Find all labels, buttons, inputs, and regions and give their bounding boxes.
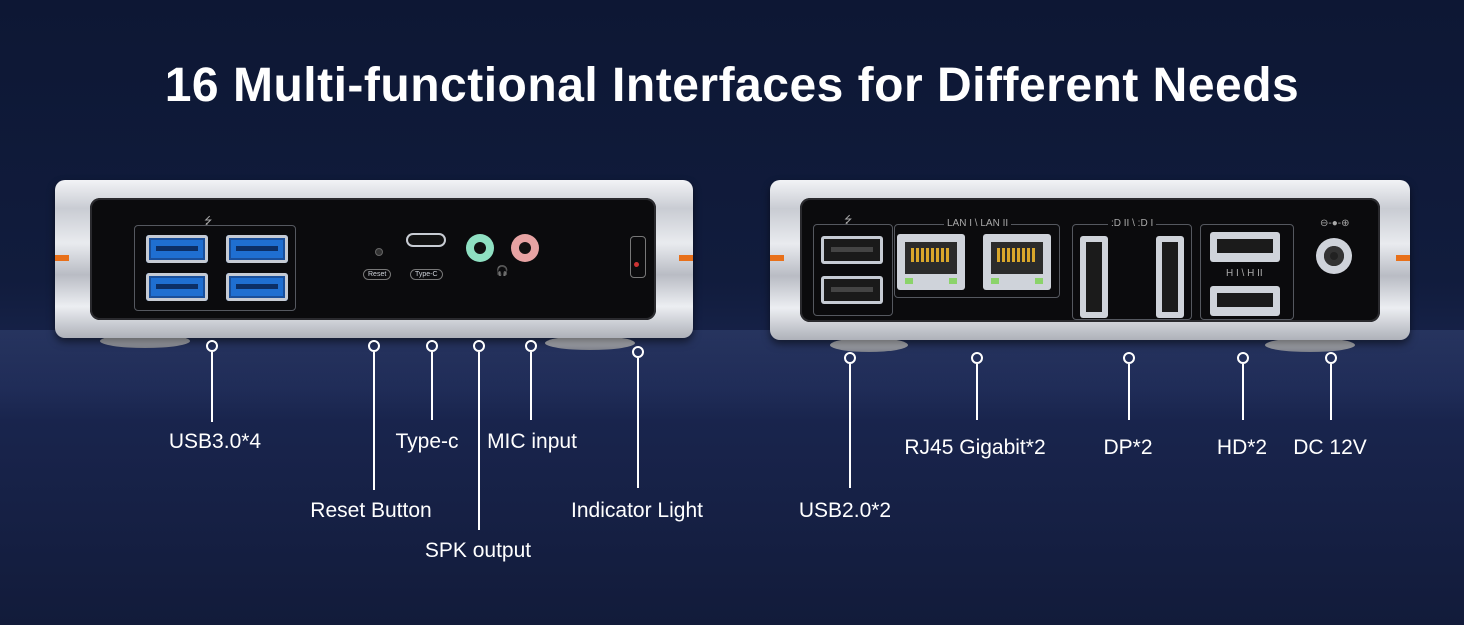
mic-jack (511, 234, 539, 262)
usb3-port (226, 273, 288, 301)
label-rj45: RJ45 Gigabit*2 (904, 436, 1046, 459)
callout-line-reset (373, 352, 375, 490)
label-mic: MIC input (487, 430, 577, 453)
dp-marking: :D II \ :D I (1108, 218, 1157, 229)
usb3-port (226, 235, 288, 263)
reflection-surface (0, 330, 1464, 420)
usb-symbol-icon: ⭍ (844, 215, 853, 226)
callout-dot-dp (1123, 352, 1135, 364)
label-dc: DC 12V (1293, 436, 1367, 459)
callout-dot-indicator (632, 346, 644, 358)
label-hd: HD*2 (1216, 436, 1268, 459)
rj45-port (983, 234, 1051, 290)
hdmi-group-frame (1200, 224, 1294, 320)
dc-polarity-icon: ⊖-●-⊕ (1320, 218, 1350, 229)
callout-dot-usb30 (206, 340, 218, 352)
usb3-group-frame (134, 225, 296, 311)
rj45-led (1035, 278, 1043, 284)
callout-line-hd (1242, 364, 1244, 420)
rj45-pins (911, 248, 951, 262)
hdmi-port (1210, 232, 1280, 262)
usb3-port (146, 273, 208, 301)
usb3-port (146, 235, 208, 263)
label-typec: Type-c (395, 430, 459, 453)
rear-foot-right (1265, 338, 1355, 352)
rear-orange-stripe-right (1396, 255, 1410, 261)
callout-dot-usb20 (844, 352, 856, 364)
label-usb30: USB3.0*4 (168, 430, 262, 453)
spk-jack (466, 234, 494, 262)
callout-dot-spk (473, 340, 485, 352)
callout-dot-rj45 (971, 352, 983, 364)
usb2-group-frame (813, 224, 893, 316)
callout-line-dc (1330, 364, 1332, 420)
rear-orange-stripe-left (770, 255, 784, 261)
type-c-port (406, 233, 446, 247)
callout-line-mic (530, 352, 532, 420)
label-spk: SPK output (424, 539, 532, 562)
label-usb20: USB2.0*2 (798, 499, 892, 522)
front-orange-stripe-left (55, 255, 69, 261)
front-foot-right (545, 336, 635, 350)
callout-line-typec (431, 352, 433, 420)
label-reset: Reset Button (310, 499, 432, 522)
rj45-led (949, 278, 957, 284)
rj45-led (991, 278, 999, 284)
callout-line-dp (1128, 364, 1130, 420)
callout-line-usb20 (849, 364, 851, 488)
typec-marking: Type-C (410, 269, 443, 280)
rj45-port (897, 234, 965, 290)
rj45-led (905, 278, 913, 284)
reset-hole (375, 248, 383, 256)
lan-marking: LAN I \ LAN II (944, 218, 1012, 229)
hdmi-marking: H I \ H II (1226, 268, 1263, 279)
reset-marking: Reset (363, 269, 392, 280)
callout-dot-dc (1325, 352, 1337, 364)
rj45-pins (997, 248, 1037, 262)
callout-dot-mic (525, 340, 537, 352)
displayport (1156, 236, 1184, 318)
callout-dot-reset (368, 340, 380, 352)
callout-line-rj45 (976, 364, 978, 420)
callout-dot-typec (426, 340, 438, 352)
callout-dot-hd (1237, 352, 1249, 364)
hdmi-port (1210, 286, 1280, 316)
displayport (1080, 236, 1108, 318)
indicator-light-frame (630, 236, 646, 278)
indicator-light-icon (634, 262, 639, 267)
label-indicator: Indicator Light (571, 499, 703, 522)
usb-symbol-icon: ⭍ (204, 216, 213, 227)
headphone-icon: 🎧 (496, 266, 509, 277)
callout-line-spk (478, 352, 480, 530)
usb2-port (821, 236, 883, 264)
dc-jack (1316, 238, 1352, 274)
callout-line-usb30 (211, 352, 213, 422)
label-dp: DP*2 (1103, 436, 1153, 459)
callout-line-indicator (637, 358, 639, 488)
page-title: 16 Multi-functional Interfaces for Diffe… (164, 59, 1300, 112)
front-orange-stripe-right (679, 255, 693, 261)
rear-foot-left (830, 338, 908, 352)
usb2-port (821, 276, 883, 304)
